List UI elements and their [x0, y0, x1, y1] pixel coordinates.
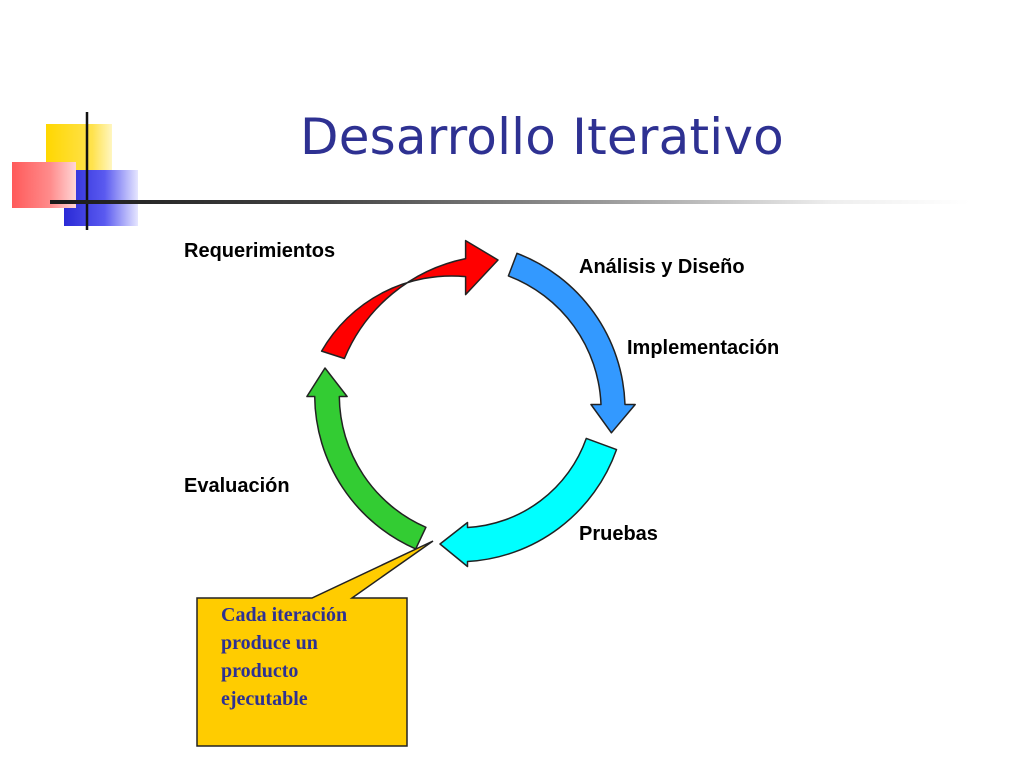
evaluacion-arrow — [306, 367, 427, 550]
callout-text: Cada iteración produce un producto ejecu… — [221, 601, 396, 713]
callout-line: Cada iteración — [221, 604, 348, 626]
title-divider — [50, 200, 970, 204]
slide-title: Desarrollo Iterativo — [300, 108, 784, 166]
callout-box — [196, 540, 434, 747]
requerimientos-arrow — [320, 239, 499, 360]
stage-label-evaluacion: Evaluación — [184, 475, 290, 497]
callout-line: producto — [221, 660, 299, 682]
stage-label-requerimientos: Requerimientos — [184, 240, 336, 262]
stage-label-implementacion: Implementación — [627, 337, 780, 359]
analisis-diseno-arrow — [507, 252, 636, 434]
stage-label-analisis-diseno: Análisis y Diseño — [579, 256, 745, 278]
pruebas-arrow — [439, 437, 618, 568]
callout-line: produce un — [221, 632, 318, 654]
stage-label-pruebas: Pruebas — [579, 523, 658, 545]
color-squares-logo-icon — [12, 112, 138, 230]
callout-line: ejecutable — [221, 688, 308, 710]
